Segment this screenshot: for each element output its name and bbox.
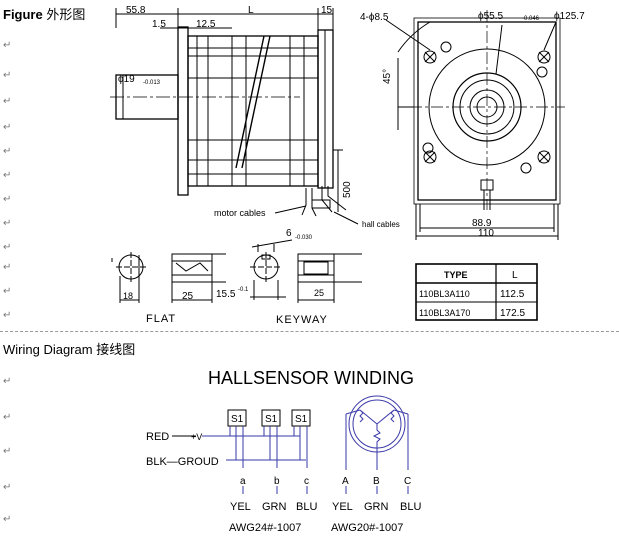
sensor-1: S1 <box>231 414 244 425</box>
table-cell-l-1: 112.5 <box>500 289 525 300</box>
paragraph-mark: ↵ <box>3 96 12 107</box>
paragraph-mark: ↵ <box>3 446 12 457</box>
dim-angle: 45° <box>382 69 393 84</box>
paragraph-mark: ↵ <box>3 262 12 273</box>
dim-pcd: ϕ125.7 <box>554 11 585 22</box>
dim-shaft-dia: ϕ19 <box>118 74 135 85</box>
dim-holes: 4-ϕ8.5 <box>360 12 389 23</box>
label-hall-cables: hall cables <box>362 220 400 229</box>
paragraph-mark: ↵ <box>3 146 12 157</box>
paragraph-mark: ↵ <box>3 70 12 81</box>
dim-1-5: 1.5 <box>152 19 166 30</box>
paragraph-mark: ↵ <box>3 218 12 229</box>
dim-500: 500 <box>342 181 353 198</box>
dim-12-5: 12.5 <box>196 19 216 30</box>
dim-25b: 25 <box>314 288 324 298</box>
table-cell-l-2: 172.5 <box>500 308 525 319</box>
outline-drawing: 55.8 L 15 1.5 12.5 ϕ19 -0.013 4-ϕ8.5 ϕ55… <box>110 5 585 326</box>
hall-color-yel: YEL <box>230 501 251 513</box>
paragraph-mark: ↵ <box>3 122 12 133</box>
dim-88-9: 88.9 <box>472 218 492 229</box>
paragraph-mark: ↵ <box>3 286 12 297</box>
table-cell-type-1: 110BL3A110 <box>419 289 470 299</box>
dim-25a: 25 <box>182 291 194 302</box>
dim-pilot-tol: -0.046 <box>522 16 540 22</box>
dim-15-5: 15.5 <box>216 289 236 300</box>
dim-pilot-dia: ϕ55.5 <box>478 11 504 22</box>
paragraph-mark: ↵ <box>3 514 12 525</box>
paragraph-mark: ↵ <box>3 412 12 423</box>
hall-color-blu: BLU <box>296 501 317 513</box>
dim-15: 15 <box>321 5 333 16</box>
winding-letter-b: B <box>373 476 380 487</box>
type-table: TYPE L 110BL3A110 112.5 110BL3A170 172.5 <box>415 263 538 321</box>
wiring-heading: Wiring Diagram 接线图 <box>3 339 135 358</box>
dim-15-5-tol: -0.1 <box>238 287 249 293</box>
winding-awg: AWG20#-1007 <box>331 522 403 534</box>
winding-letter-c: C <box>404 476 411 487</box>
table-header-type: TYPE <box>444 270 468 280</box>
label-flat: FLAT <box>146 313 176 325</box>
label-motor-cables: motor cables <box>214 208 266 218</box>
table-cell-type-2: 110BL3A170 <box>419 308 470 318</box>
dim-110: 110 <box>478 228 494 239</box>
figure-heading: Figure 外形图 <box>3 4 85 23</box>
paragraph-mark: ↵ <box>3 170 12 181</box>
dim-18: 18 <box>123 291 133 301</box>
label-keyway: KEYWAY <box>276 314 328 326</box>
hall-letter-c: c <box>304 476 309 487</box>
paragraph-mark: ↵ <box>3 242 12 253</box>
sensor-3: S1 <box>295 414 308 425</box>
dim-55-8: 55.8 <box>126 5 146 16</box>
paragraph-mark: ↵ <box>3 310 12 321</box>
hall-letter-a: a <box>240 476 246 487</box>
sensor-2: S1 <box>265 414 278 425</box>
hall-letter-b: b <box>274 476 280 487</box>
winding-letter-a: A <box>342 476 349 487</box>
dim-key-tol: -0.030 <box>295 235 313 241</box>
paragraph-mark: ↵ <box>3 376 12 387</box>
dim-shaft-tol: -0.013 <box>143 80 161 86</box>
winding-color-blu: BLU <box>400 501 421 513</box>
winding-color-yel: YEL <box>332 501 353 513</box>
hall-awg: AWG24#-1007 <box>229 522 301 534</box>
table-header-l: L <box>512 270 518 281</box>
paragraph-mark: ↵ <box>3 482 12 493</box>
figure-heading-en: Figure <box>3 7 43 22</box>
blk-label: BLK—GROUD <box>146 456 219 468</box>
figure-heading-cn: 外形图 <box>46 7 86 22</box>
paragraph-mark: ↵ <box>3 40 12 51</box>
section-divider <box>0 331 619 332</box>
hall-color-grn: GRN <box>262 501 287 513</box>
red-label: RED <box>146 431 169 443</box>
wiring-title: HALLSENSOR WINDING <box>208 368 414 388</box>
dim-L: L <box>248 5 254 16</box>
wiring-heading-cn: 接线图 <box>96 342 136 357</box>
plus-v-label: +V <box>191 432 202 442</box>
winding-color-grn: GRN <box>364 501 389 513</box>
wiring-heading-en: Wiring Diagram <box>3 342 93 357</box>
paragraph-mark: ↵ <box>3 194 12 205</box>
dim-key-w: 6 <box>286 228 292 239</box>
